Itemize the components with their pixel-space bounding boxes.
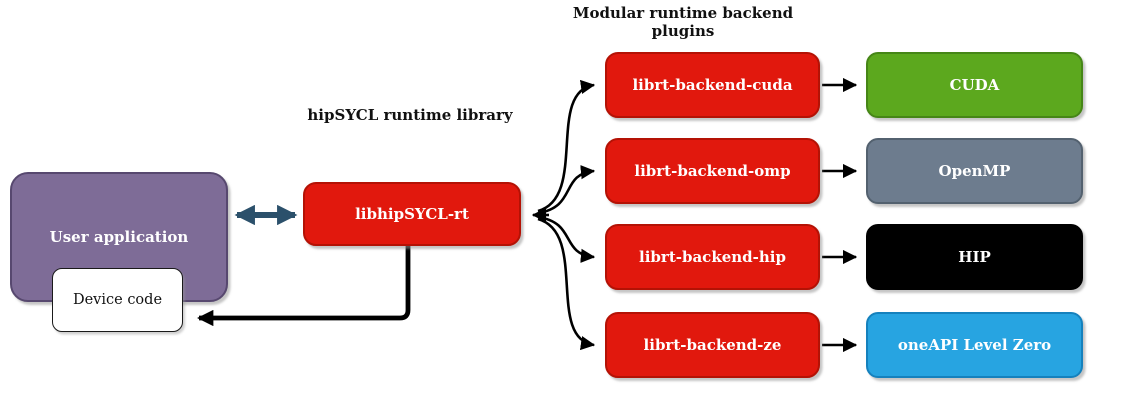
plugin-node-ze: librt-backend-ze — [605, 312, 820, 378]
target-label-levelzero: oneAPI Level Zero — [897, 336, 1052, 354]
runtime-to-ze-curve-icon — [537, 217, 596, 351]
target-node-levelzero: oneAPI Level Zero — [866, 312, 1083, 378]
target-node-hip: HIP — [866, 224, 1083, 290]
plugin-label-cuda: librt-backend-cuda — [632, 76, 793, 94]
plugins-title-line2: plugins — [651, 22, 715, 40]
device-code-label: Device code — [72, 292, 163, 308]
runtime-to-device-arrow-icon — [197, 246, 411, 327]
plugin-node-cuda: librt-backend-cuda — [605, 52, 820, 118]
target-label-openmp: OpenMP — [938, 162, 1011, 180]
device-code-node: Device code — [52, 268, 183, 332]
runtime-library-title: hipSYCL runtime library — [307, 106, 513, 124]
plugin-node-omp: librt-backend-omp — [605, 138, 820, 204]
target-label-cuda: CUDA — [949, 76, 1000, 94]
plugin-label-ze: librt-backend-ze — [643, 336, 782, 354]
plugin-label-hip: librt-backend-hip — [639, 248, 786, 266]
user-application-label: User application — [49, 228, 189, 246]
runtime-to-omp-curve-icon — [537, 165, 596, 215]
plugin-label-omp: librt-backend-omp — [634, 162, 791, 180]
runtime-to-hip-curve-icon — [537, 215, 596, 263]
libhipsycl-rt-label: libhipSYCL-rt — [355, 205, 469, 223]
target-node-cuda: CUDA — [866, 52, 1083, 118]
plugin-node-hip: librt-backend-hip — [605, 224, 820, 290]
target-label-hip: HIP — [958, 248, 991, 266]
plugins-title-line1: Modular runtime backend — [572, 4, 794, 22]
runtime-to-cuda-curve-icon — [537, 79, 596, 213]
libhipsycl-rt-node: libhipSYCL-rt — [303, 182, 521, 246]
plugins-title: Modular runtime backend plugins — [563, 4, 803, 40]
target-node-openmp: OpenMP — [866, 138, 1083, 204]
